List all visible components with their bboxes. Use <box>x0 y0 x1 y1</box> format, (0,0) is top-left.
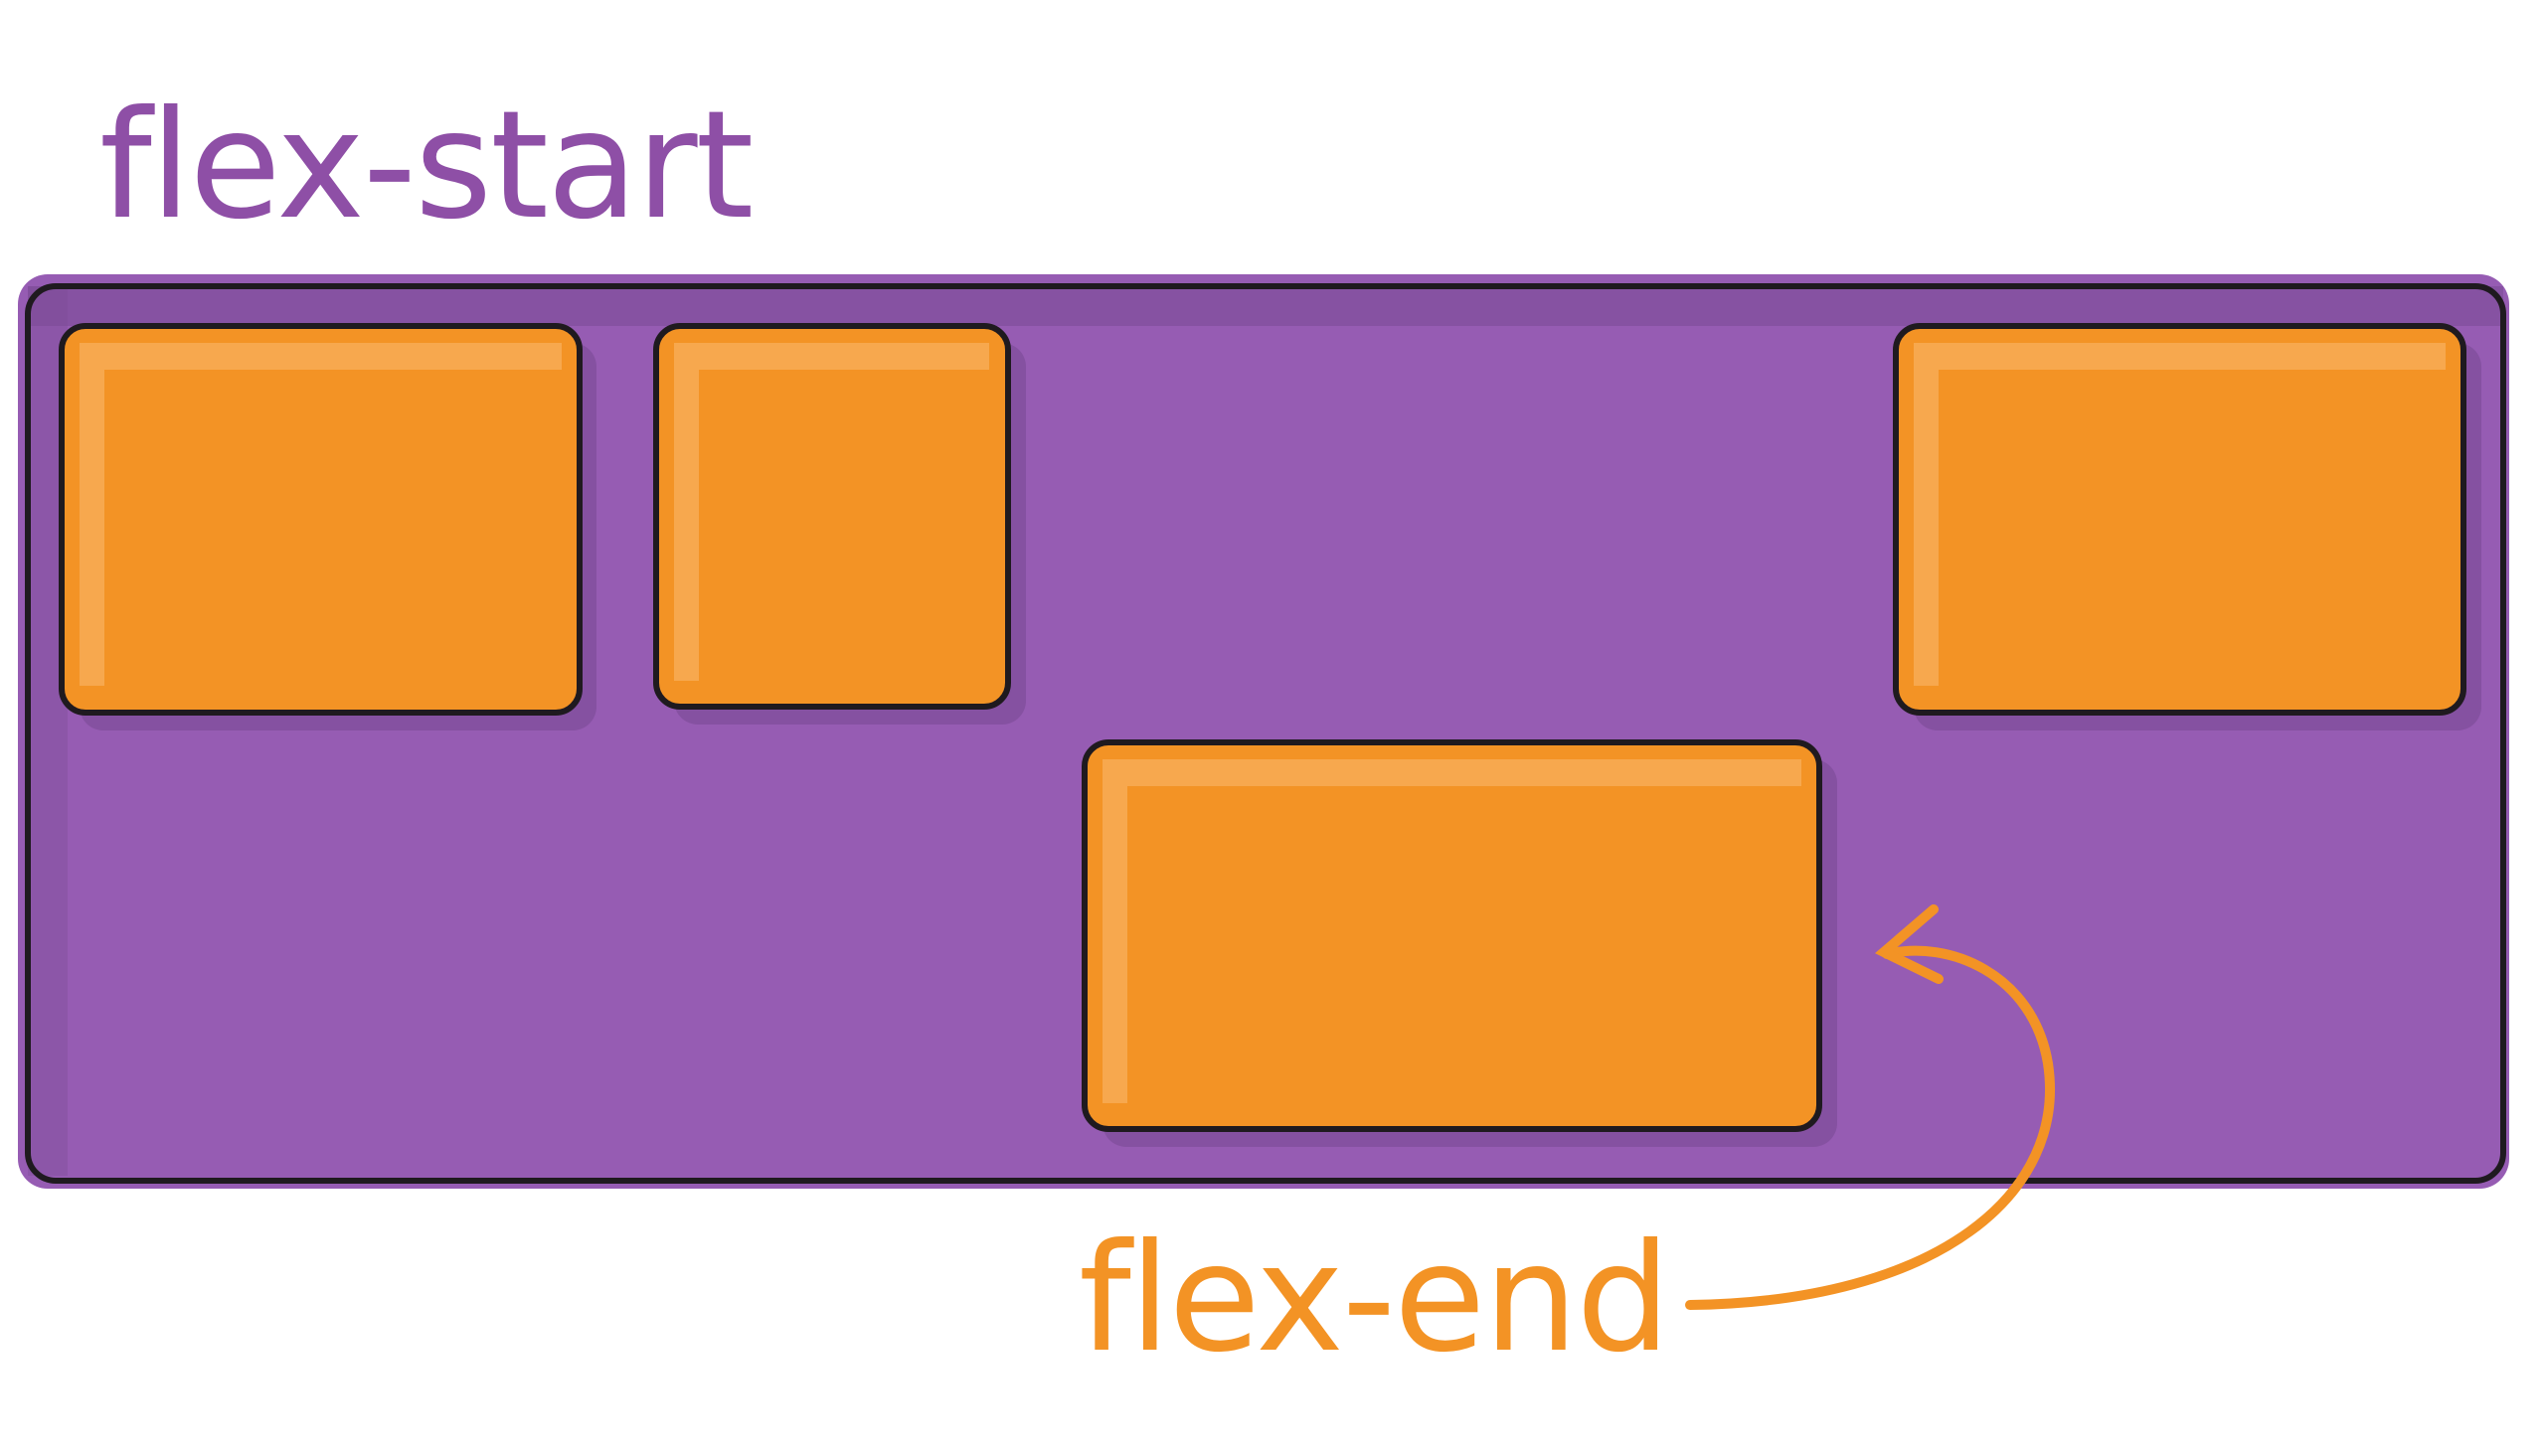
flex-container <box>18 274 2509 1189</box>
flex-item-2 <box>653 323 1026 725</box>
arrow-icon <box>1685 904 2055 1310</box>
flex-item-4 <box>1893 323 2481 730</box>
flex-end-label: flex-end <box>1079 1213 1671 1385</box>
flex-start-label: flex-start <box>99 80 754 252</box>
flex-item-3-end <box>1082 739 1837 1147</box>
flex-item-1 <box>59 323 596 730</box>
